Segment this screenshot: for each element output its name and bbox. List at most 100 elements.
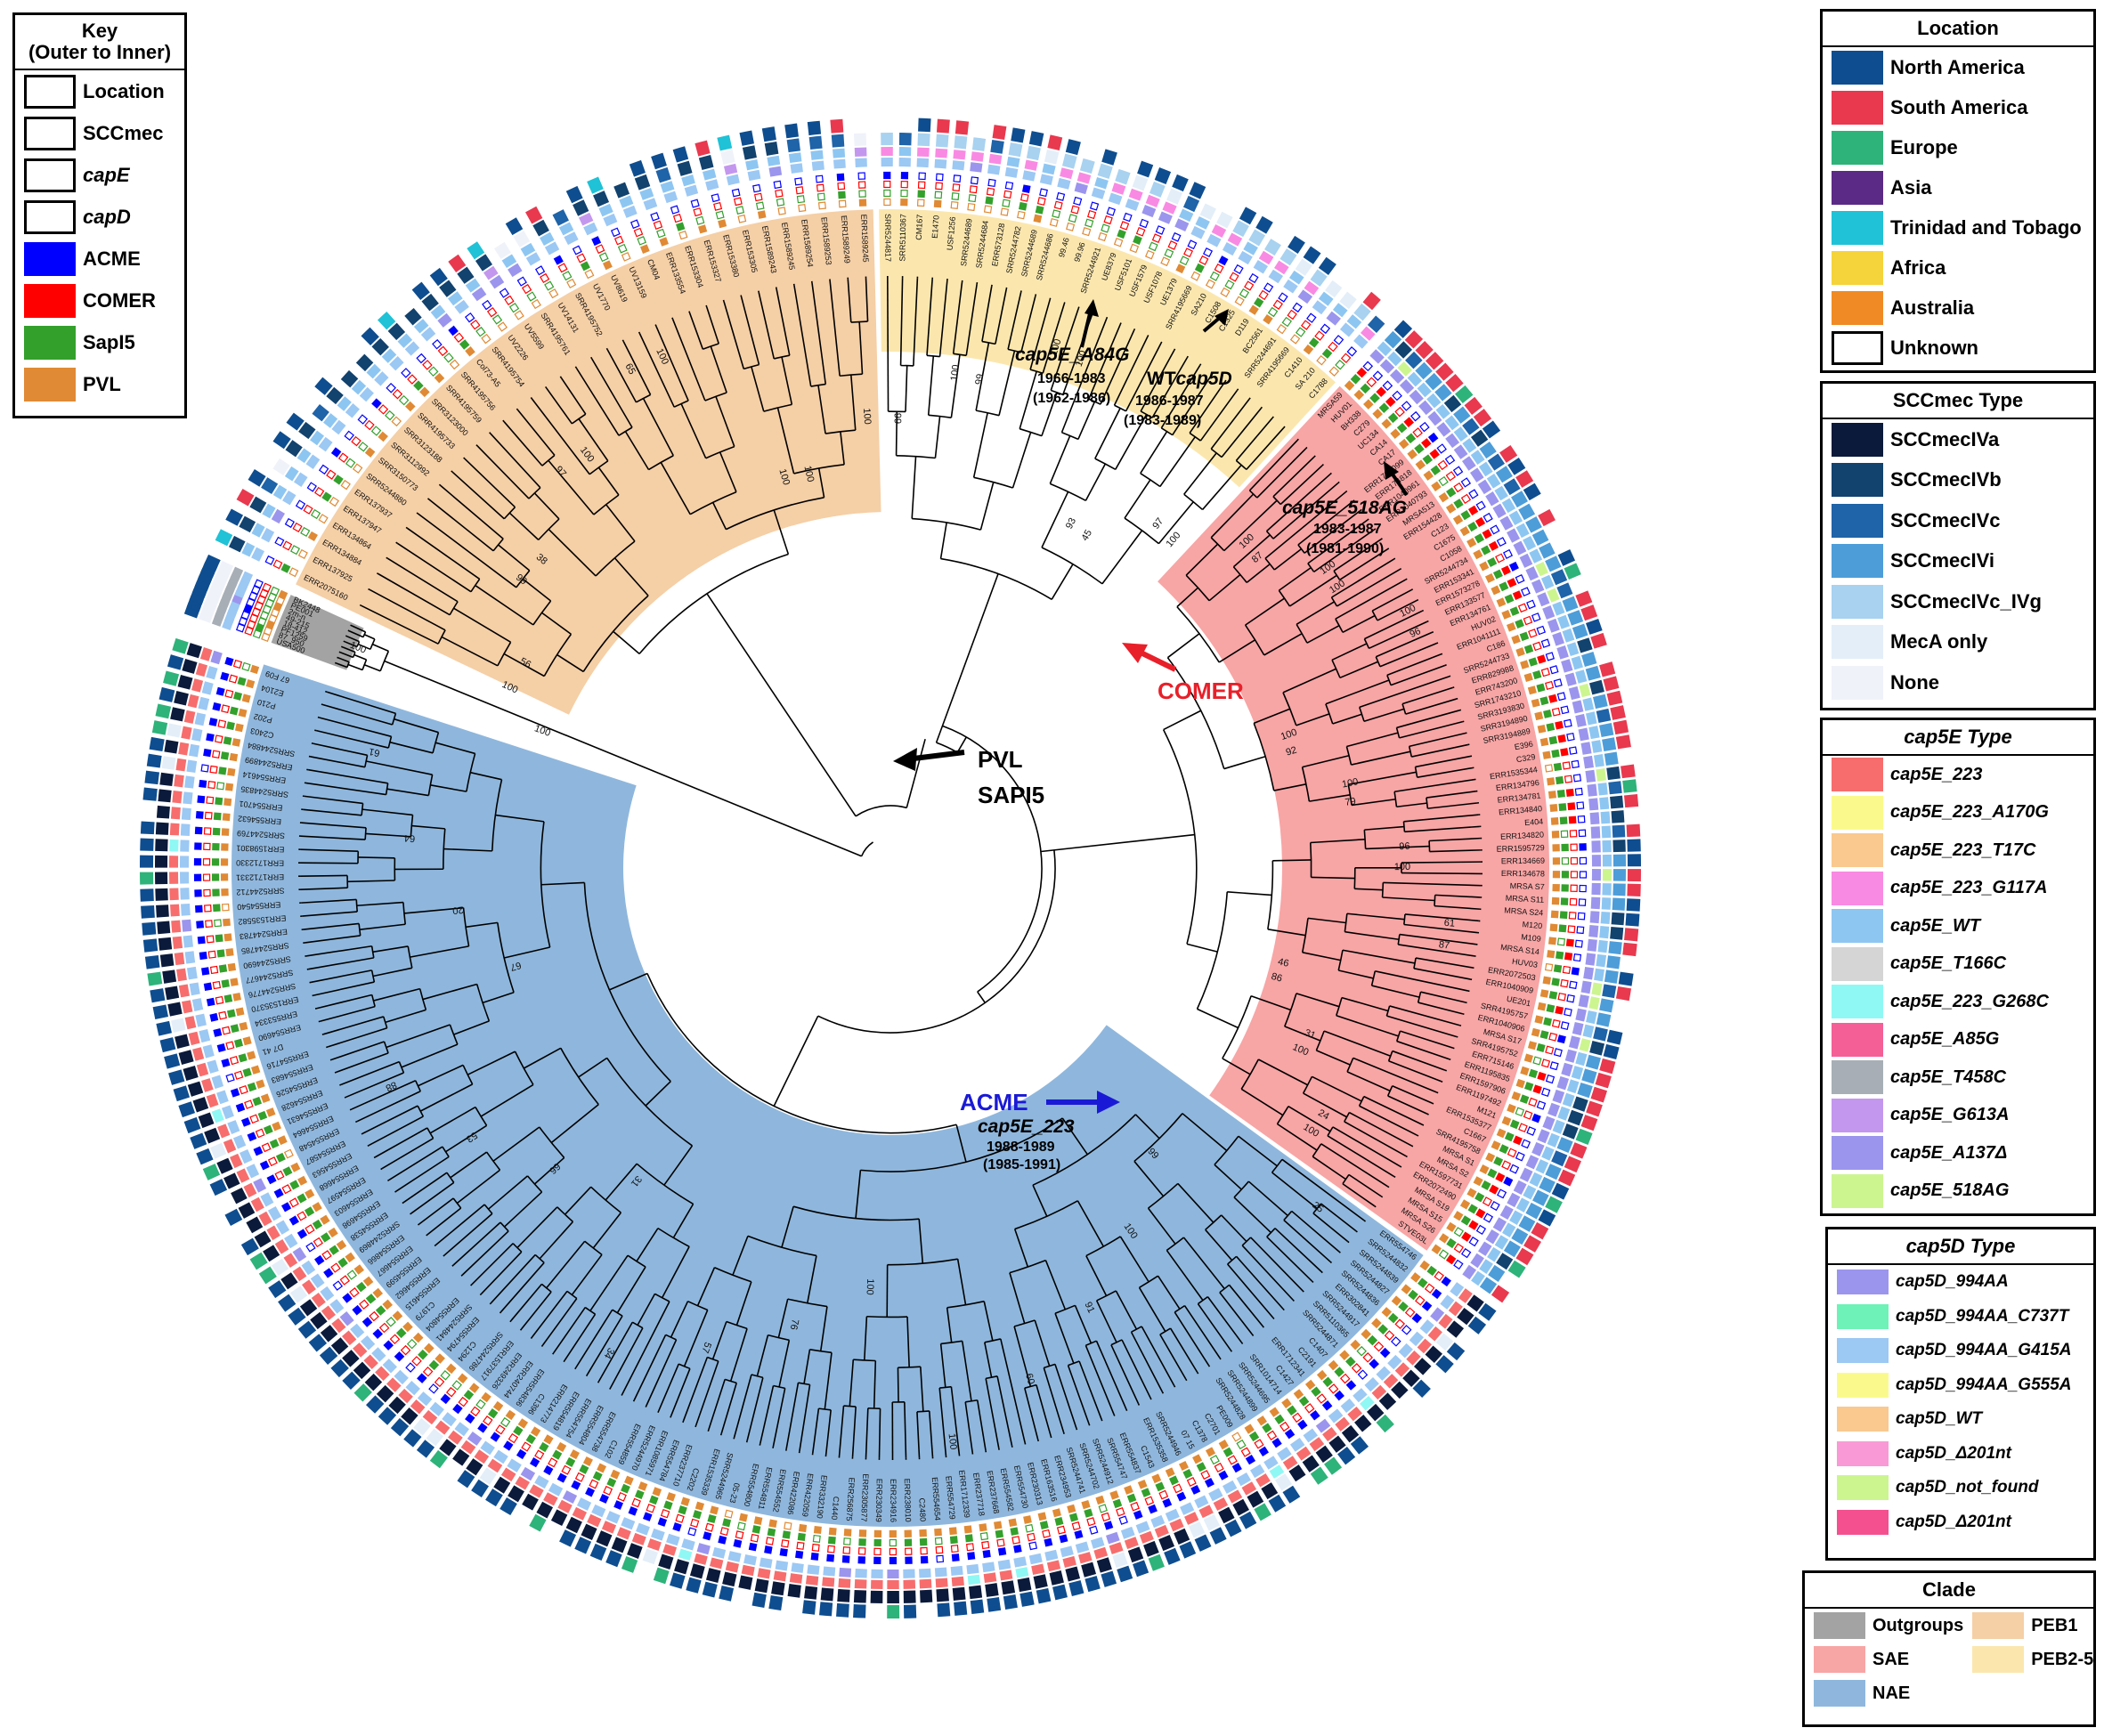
acme-marker [529, 1457, 540, 1468]
tree-branch [1337, 481, 1340, 484]
location-ring-cell [1011, 127, 1026, 143]
cap5d-ring-cell [711, 1546, 727, 1559]
acme-marker [987, 178, 996, 188]
cap5d-ring-cell [1044, 1549, 1059, 1562]
comer-marker [202, 873, 211, 881]
sccmec-ring-cell [787, 1584, 801, 1598]
acme-marker [900, 171, 909, 180]
pvl-marker [223, 798, 232, 807]
sapi5-marker [606, 1477, 617, 1488]
pvl-marker [1381, 1307, 1393, 1318]
location-ring-cell [1575, 590, 1593, 607]
clade-legend-swatch [1814, 1646, 1865, 1673]
location-ring-cell [514, 1505, 532, 1524]
acme-marker [1578, 898, 1587, 906]
capd-legend-item: cap5D_Δ201nt [1828, 1437, 2093, 1472]
cap5e-ring-cell [639, 187, 654, 200]
comer-marker [1036, 197, 1046, 206]
sccmec-ring-cell [552, 209, 569, 226]
comer-marker [203, 888, 211, 897]
sccmec-ring-cell [820, 1587, 834, 1602]
comer-marker [574, 1472, 585, 1482]
sapi5-marker [552, 1449, 563, 1460]
sccmec-ring-cell [1216, 211, 1233, 229]
acme-marker [643, 1512, 653, 1521]
pvl-marker [1479, 1164, 1490, 1175]
tree-branch [1105, 316, 1109, 320]
tree-branch [1311, 1280, 1314, 1284]
sapi5-marker [565, 1456, 576, 1467]
cap5d-ring-cell [919, 1568, 931, 1578]
sccmec-ring-cell [204, 1127, 221, 1144]
acme-marker [1531, 612, 1541, 622]
acme-marker [1569, 980, 1578, 990]
cap5e-ring-cell [1169, 1518, 1184, 1532]
sccmec-ring-cell [1562, 596, 1579, 612]
sapi5-marker [1558, 803, 1567, 812]
sccmec-ring-cell [165, 986, 180, 1001]
acme-marker [220, 671, 230, 681]
cap5d-ring-cell [1589, 911, 1600, 924]
cape-legend-item: cap5E_T166C [1823, 945, 2093, 984]
location-ring-cell [1627, 883, 1641, 896]
sapi5-marker [289, 545, 301, 556]
acme-marker [1021, 184, 1031, 193]
sapi5-marker [1262, 1423, 1272, 1433]
comer-marker [1565, 938, 1574, 947]
sccmec-ring-cell [1562, 1124, 1579, 1140]
sccmec-legend-item: MecA only [1823, 622, 2093, 663]
tip-rings [141, 903, 230, 919]
acme-marker [764, 1545, 773, 1554]
sccmec-ring-cell [1518, 503, 1536, 521]
cape-legend-swatch [1832, 1136, 1883, 1171]
comer-marker [267, 1156, 278, 1167]
pvl-marker [352, 463, 363, 474]
capd-legend-item: cap5D_994AA [1828, 1265, 2093, 1300]
pvl-marker [556, 1441, 567, 1453]
sapi5-marker [1523, 644, 1534, 654]
tree-branch [540, 1344, 544, 1347]
location-ring-cell [149, 736, 165, 752]
sapi5-marker [1546, 722, 1556, 732]
comer-marker [1240, 1447, 1251, 1457]
acme-marker [1139, 218, 1149, 229]
cap5e-ring-cell [1602, 869, 1612, 881]
cap5d-ring-cell [997, 1559, 1011, 1570]
tree-branch [621, 339, 625, 342]
cap5d-ring-cell [184, 951, 196, 964]
pvl-marker [497, 321, 508, 332]
comer-marker [1266, 1430, 1278, 1441]
acme-marker [1579, 856, 1588, 865]
acme-marker [883, 171, 891, 180]
sccmec-ring-cell [1232, 220, 1249, 238]
cap5d-ring-cell [1060, 1545, 1074, 1558]
sccmec-ring-cell [167, 1002, 183, 1017]
pvl-marker [543, 1434, 554, 1445]
pvl-marker [1407, 449, 1418, 460]
pvl-marker [1049, 217, 1059, 227]
tree-branch [654, 324, 657, 327]
cap5e-ring-cell [646, 1538, 662, 1552]
tree-branch [1160, 341, 1163, 345]
tree-branch [1440, 1080, 1443, 1083]
comer-marker [1158, 1489, 1169, 1500]
cap5e-ring-cell [805, 1575, 819, 1586]
cap5d-ring-cell [605, 1511, 621, 1524]
sccmec-ring-cell [1604, 751, 1619, 767]
tree-branch [358, 856, 395, 859]
acme-marker [394, 1351, 405, 1362]
acme-marker [556, 1472, 567, 1483]
acme-marker [1515, 574, 1525, 584]
cape-legend-label: cap5E_223_T17C [1890, 840, 2036, 860]
acme-marker [1526, 1126, 1537, 1136]
pvl-marker [1033, 214, 1043, 223]
cap5d-ring-cell [747, 169, 761, 182]
tree-branch [321, 1033, 325, 1035]
location-ring-cell [1545, 1196, 1563, 1213]
tree-branch [1435, 642, 1439, 645]
comer-marker [437, 345, 449, 357]
sapi5-marker [1295, 327, 1306, 337]
comer-marker [1537, 654, 1547, 664]
cape-legend-label: cap5E_WT [1890, 915, 1981, 936]
